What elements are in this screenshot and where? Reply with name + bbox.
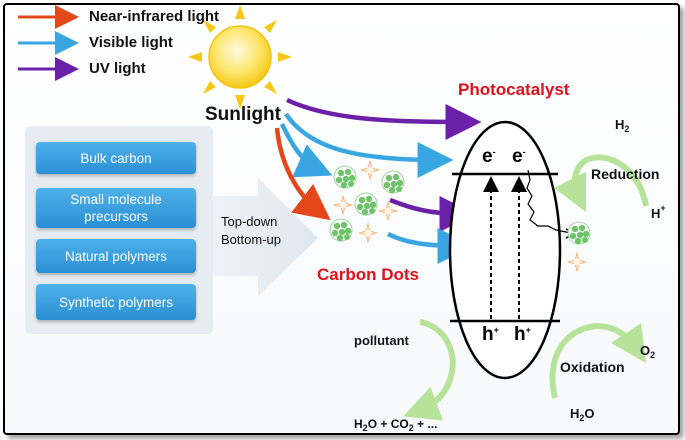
synthesis-arrow <box>205 178 318 296</box>
sun-icon <box>188 5 292 109</box>
oxidation-cycle-arrow <box>549 322 646 399</box>
source-small-molecule: Small molecule precursors <box>36 188 196 228</box>
legend-visible-label: Visible light <box>89 34 173 51</box>
synthesis-top-down: Top-down <box>221 214 278 229</box>
pollutant-label: pollutant <box>354 333 409 348</box>
carbon-dots-label: Carbon Dots <box>317 265 419 284</box>
hole-right: h+ <box>514 324 531 345</box>
photocatalyst-body <box>448 120 578 380</box>
nir-arrow-to-dots <box>274 127 331 221</box>
oxidation-label: Oxidation <box>560 359 625 375</box>
legend-uv-label: UV light <box>89 60 146 77</box>
attached-carbon-dot <box>567 221 591 272</box>
legend-nir-label: Near-infrared light <box>89 8 220 25</box>
source-synthetic-polymers: Synthetic polymers <box>36 284 196 320</box>
reduction-product: H2 <box>615 117 630 134</box>
reduction-label: Reduction <box>591 166 660 182</box>
visible-arrow-to-catalyst <box>284 112 454 178</box>
uv-arrow-to-catalyst <box>286 97 482 140</box>
degradation-products: H2O + CO2 + ... <box>354 417 438 433</box>
reduction-reactant: H+ <box>651 203 666 221</box>
synthesis-bottom-up: Bottom-up <box>221 232 281 247</box>
hole-left: h+ <box>482 324 499 345</box>
reduction-cycle-arrow <box>553 154 649 213</box>
electron-transfer-wave <box>526 169 575 235</box>
oxidation-product: O2 <box>640 343 656 360</box>
photocatalyst-label: Photocatalyst <box>458 80 570 99</box>
sunlight-label: Sunlight <box>205 104 281 125</box>
electron-right: e- <box>512 146 526 167</box>
source-natural-polymers: Natural polymers <box>36 239 196 273</box>
visible-arrow-to-dots <box>279 123 333 178</box>
oxidation-reactant: H2O <box>570 406 595 423</box>
electron-left: e- <box>482 146 496 167</box>
degradation-cycle-arrow <box>403 319 456 421</box>
source-bulk-carbon: Bulk carbon <box>36 142 196 174</box>
